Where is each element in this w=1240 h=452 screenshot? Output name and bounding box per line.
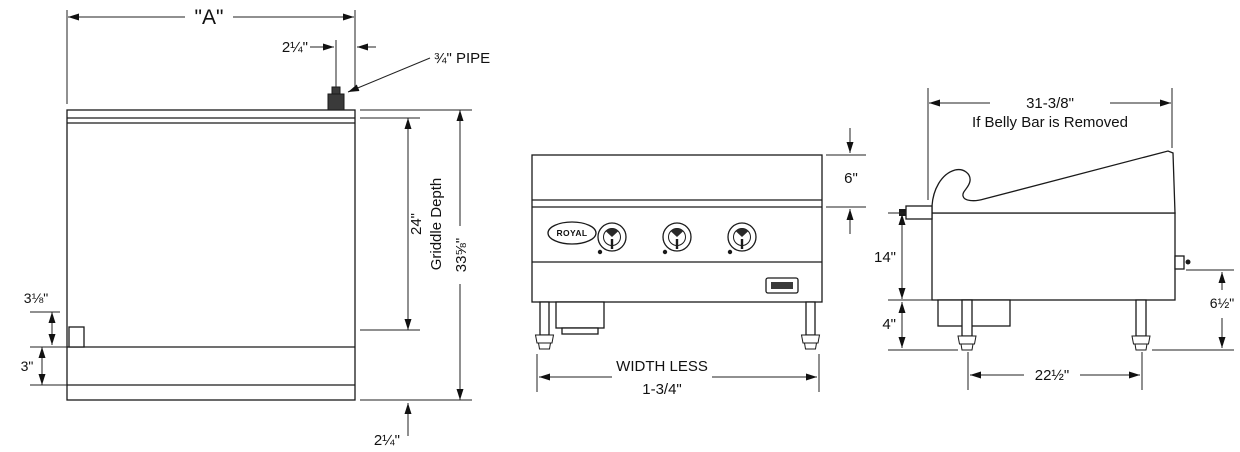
gas-control-box <box>555 301 605 329</box>
dim-front-trim-label: 2¼" <box>374 432 400 449</box>
pipe-leader-line <box>347 57 431 93</box>
side-body-outline <box>931 212 1176 301</box>
side-burner-box <box>937 299 1011 327</box>
dim-width-note-line2: 1-3/4" <box>642 381 682 398</box>
front-view: ROYAL 6" WIDTH LESS 1-3/4" <box>531 128 866 398</box>
side-view: 31-3/8" If Belly Bar is Removed 14" 4" 6… <box>874 88 1234 390</box>
side-plate-and-splash <box>931 150 1176 214</box>
certification-mark-text-block <box>771 282 793 289</box>
front-extension-lines <box>536 154 866 392</box>
pipe-label: ¾" PIPE <box>434 50 490 67</box>
pilot-indicator-2 <box>662 249 668 255</box>
gas-pipe-nipple <box>331 86 341 95</box>
front-right-leg <box>805 301 816 336</box>
front-body-lines <box>532 199 822 263</box>
side-front-foot <box>957 335 977 351</box>
dim-a-label: "A" <box>195 6 224 29</box>
dim-rear-trim-label: 3" <box>21 358 34 374</box>
dim-leg-height-label: 4" <box>882 316 896 333</box>
certification-mark <box>765 277 799 294</box>
side-drain-knob <box>1185 259 1191 265</box>
brand-logo <box>547 221 597 245</box>
pilot-indicator-3 <box>727 249 733 255</box>
gas-control-box-lip <box>561 327 599 335</box>
plan-view: "A" 2¼" ¾" PIPE 24" Griddle Depth 33⅝" 3… <box>21 6 491 449</box>
dim-leg-spread-label: 22½" <box>1035 367 1070 384</box>
plan-extension-lines <box>30 10 472 401</box>
gas-pipe <box>327 93 345 111</box>
control-knob-2 <box>661 221 693 253</box>
brand-logo-text: ROYAL <box>557 228 588 238</box>
dim-rear-clearance-label: 6½" <box>1210 295 1234 311</box>
side-front-leg <box>961 299 973 337</box>
plan-body-lines <box>67 117 355 386</box>
dim-plate-height-label: 6" <box>844 170 858 187</box>
side-extension-lines <box>888 88 1234 390</box>
control-knob-1 <box>596 221 628 253</box>
side-rear-leg <box>1135 299 1147 337</box>
dim-depth-note: If Belly Bar is Removed <box>972 114 1128 131</box>
dim-overall-depth-label: 33⅝" <box>453 238 470 273</box>
dim-width-note-line1: WIDTH LESS <box>616 358 708 375</box>
dim-griddle-depth-value: 24" <box>408 213 425 235</box>
plan-left-detail <box>68 326 85 348</box>
plan-body-outline <box>66 109 356 401</box>
front-right-foot <box>801 334 820 350</box>
dim-body-height-label: 14" <box>874 249 896 266</box>
side-drain-fitting <box>1174 255 1185 270</box>
control-knob-3 <box>726 221 758 253</box>
dim-rear-ledge-label: 3⅛" <box>24 290 48 306</box>
dim-griddle-depth-note: Griddle Depth <box>428 178 445 271</box>
pilot-indicator-1 <box>597 249 603 255</box>
dim-depth-label: 31-3/8" <box>1026 95 1074 112</box>
dim-pipe-setback-label: 2¼" <box>282 39 308 56</box>
front-left-leg <box>539 301 550 336</box>
side-gas-manifold <box>905 205 933 220</box>
front-left-foot <box>535 334 554 350</box>
side-rear-foot <box>1131 335 1151 351</box>
